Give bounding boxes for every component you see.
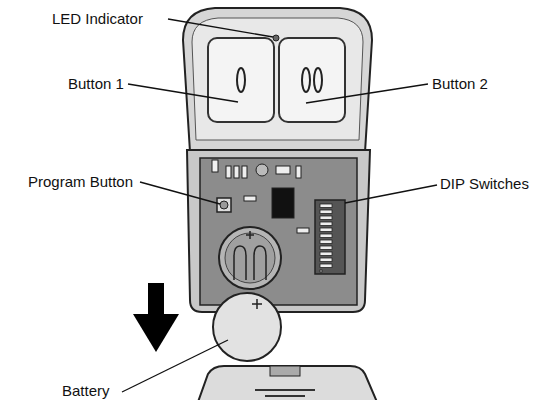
component bbox=[242, 166, 247, 178]
component bbox=[276, 166, 290, 174]
button-mark bbox=[314, 68, 322, 92]
housing-face bbox=[192, 18, 363, 140]
cover-clip bbox=[270, 366, 300, 376]
coin-battery bbox=[213, 293, 281, 361]
case-body bbox=[187, 150, 370, 312]
led-dot bbox=[273, 35, 279, 41]
callout-label: Battery bbox=[62, 382, 110, 400]
callout-label: Button 2 bbox=[432, 75, 488, 93]
button-shape bbox=[208, 38, 274, 122]
callout-label: Button 1 bbox=[68, 75, 124, 93]
component bbox=[244, 196, 256, 201]
component bbox=[234, 166, 239, 178]
button-mark bbox=[302, 68, 310, 92]
callout-label: DIP Switches bbox=[440, 175, 529, 193]
battery-holder-inner bbox=[225, 233, 275, 283]
chip bbox=[272, 188, 294, 218]
plus-symbol bbox=[246, 231, 254, 239]
button-mark bbox=[237, 68, 245, 92]
component bbox=[297, 228, 309, 233]
callout-label: Program Button bbox=[28, 173, 133, 191]
battery-holder bbox=[219, 227, 281, 289]
program-button-cap bbox=[220, 201, 228, 209]
insert-arrow bbox=[148, 283, 164, 315]
circuit-board bbox=[200, 158, 357, 305]
insert-arrow bbox=[133, 314, 179, 352]
board-slot bbox=[212, 160, 218, 172]
cover-grip bbox=[255, 390, 315, 396]
dip-switch-block bbox=[315, 200, 345, 274]
remote-housing bbox=[183, 8, 372, 152]
callout-label: LED Indicator bbox=[52, 10, 143, 28]
program-button-shape bbox=[217, 198, 231, 212]
leader-lines bbox=[122, 19, 437, 392]
battery-clip bbox=[254, 246, 266, 280]
component bbox=[296, 166, 301, 178]
component bbox=[226, 166, 231, 178]
plus-symbol bbox=[252, 299, 262, 309]
component bbox=[256, 164, 268, 176]
button-shape bbox=[279, 38, 345, 122]
battery-cover bbox=[198, 366, 377, 400]
battery-clip bbox=[234, 246, 246, 280]
dip-switch-toggles bbox=[320, 204, 332, 272]
